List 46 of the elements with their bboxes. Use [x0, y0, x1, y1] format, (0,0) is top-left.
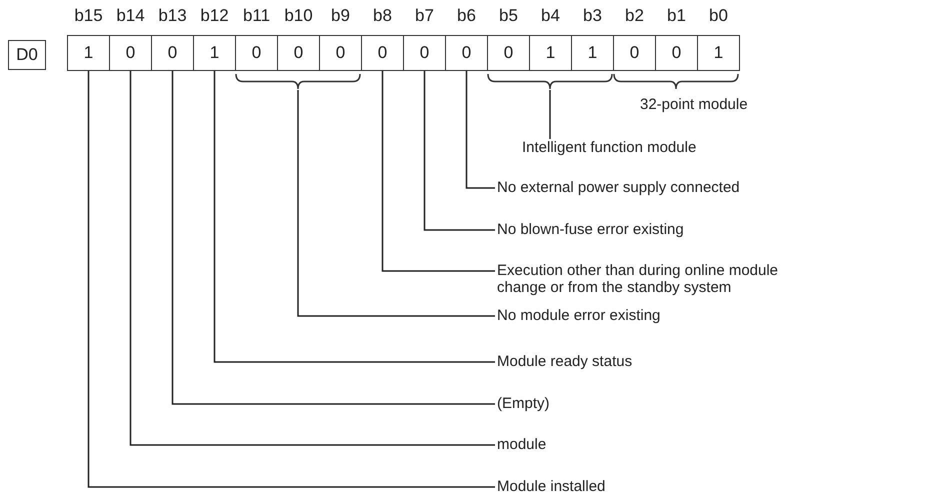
bit-value: 0 — [445, 35, 488, 71]
brace-label: 32-point module — [640, 96, 748, 113]
bit-number: b6 — [456, 6, 477, 26]
curly-brace — [487, 73, 613, 90]
bit-value: 0 — [319, 35, 362, 71]
curly-brace — [235, 73, 361, 90]
bit-number: b0 — [708, 6, 729, 26]
bit-number: b10 — [283, 6, 314, 26]
bit-number: b14 — [115, 6, 146, 26]
leader-line — [88, 71, 495, 488]
bit-value: 0 — [277, 35, 320, 71]
leader-line — [297, 90, 495, 317]
bit-value: 0 — [361, 35, 404, 71]
bit-value: 0 — [109, 35, 152, 71]
bit-value: 1 — [193, 35, 236, 71]
leader-line — [130, 71, 495, 446]
bit-number: b2 — [624, 6, 645, 26]
leader-line — [549, 90, 551, 139]
bit-value: 1 — [67, 35, 110, 71]
leader-line — [424, 71, 495, 231]
bit-number: b7 — [414, 6, 435, 26]
bit-value: 1 — [529, 35, 572, 71]
bit-number: b5 — [498, 6, 519, 26]
bit-value: 0 — [613, 35, 656, 71]
bit-value: 0 — [235, 35, 278, 71]
curly-brace — [613, 73, 739, 90]
bit-number: b11 — [242, 6, 272, 26]
bit-value: 1 — [697, 35, 740, 71]
leader-line — [214, 71, 495, 363]
bit-number: b8 — [372, 6, 393, 26]
bit-number: b4 — [540, 6, 561, 26]
leader-line — [466, 71, 495, 189]
bit-number: b12 — [199, 6, 230, 26]
bit-value: 0 — [151, 35, 194, 71]
register-label: D0 — [8, 40, 46, 70]
bit-value: 0 — [403, 35, 446, 71]
bit-value: 0 — [487, 35, 530, 71]
bit-number: b15 — [73, 6, 104, 26]
bit-number: b1 — [666, 6, 687, 26]
bit-value: 0 — [655, 35, 698, 71]
bit-number: b3 — [582, 6, 603, 26]
bit-number: b9 — [330, 6, 351, 26]
bit-number: b13 — [157, 6, 188, 26]
leader-line — [172, 71, 495, 405]
leader-line — [382, 71, 495, 272]
bit-value: 1 — [571, 35, 614, 71]
